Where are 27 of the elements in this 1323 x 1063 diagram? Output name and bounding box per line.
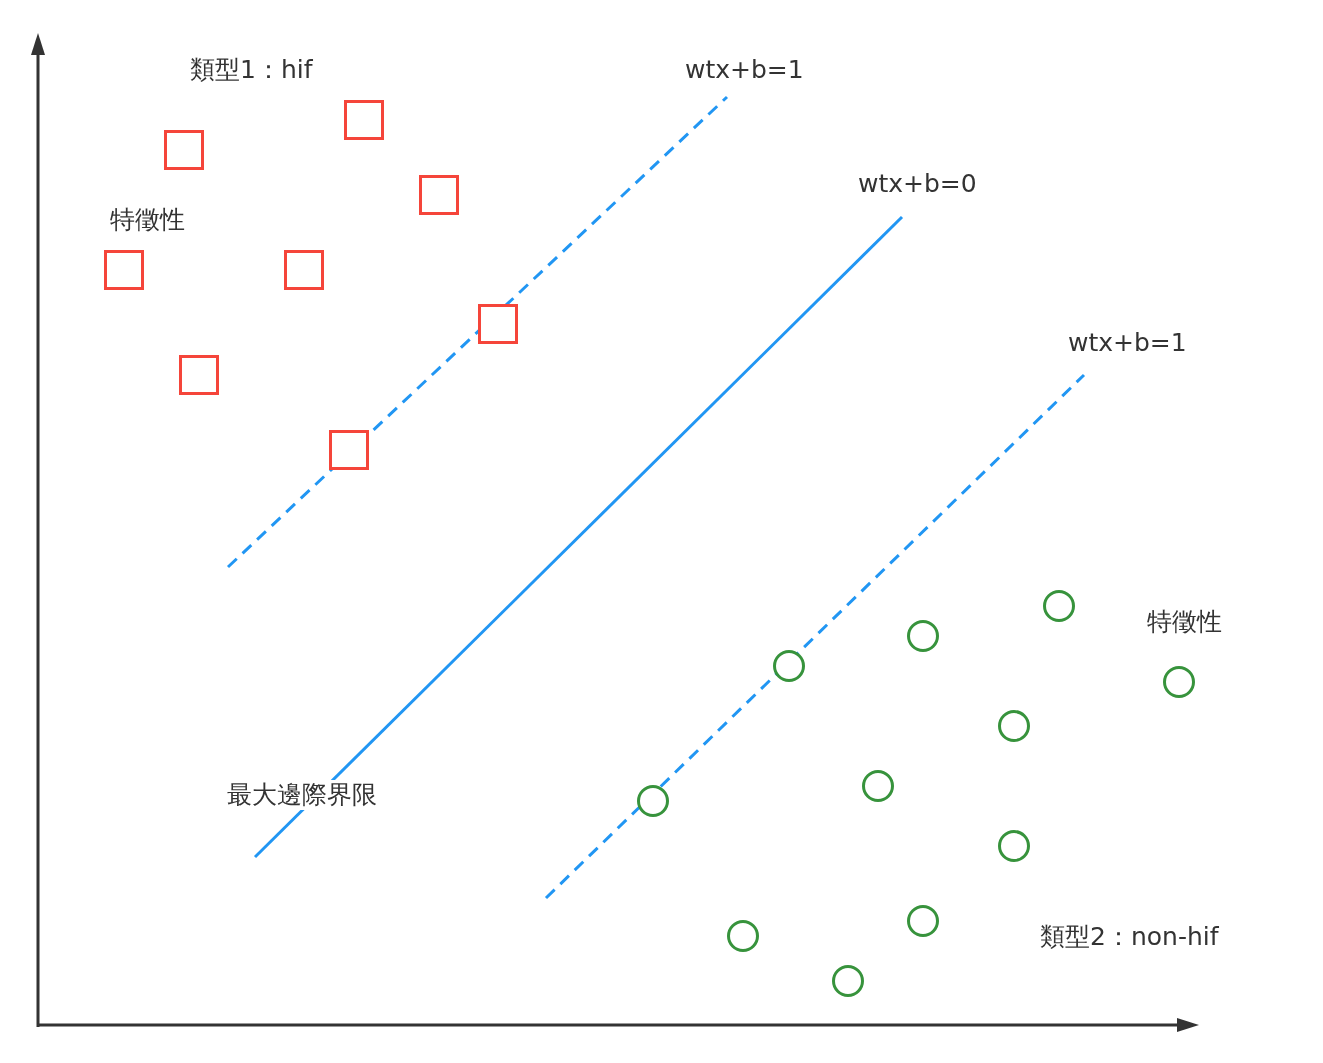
circle-marker: [773, 650, 805, 682]
square-marker: [344, 100, 384, 140]
circle-marker: [907, 620, 939, 652]
circle-marker: [998, 830, 1030, 862]
equation-label: wtx+b=1: [685, 55, 804, 85]
circle-marker: [1043, 590, 1075, 622]
feature-label: 特徵性: [110, 205, 185, 235]
class-label: 類型1：hif: [190, 55, 313, 85]
square-marker: [329, 430, 369, 470]
circle-marker: [998, 710, 1030, 742]
square-marker: [179, 355, 219, 395]
square-marker: [478, 304, 518, 344]
equation-label: wtx+b=0: [858, 169, 977, 199]
square-marker: [164, 130, 204, 170]
square-marker: [419, 175, 459, 215]
circle-marker: [832, 965, 864, 997]
class-label: 類型2：non-hif: [1040, 922, 1219, 952]
circle-marker: [862, 770, 894, 802]
feature-label: 特徵性: [1147, 607, 1222, 637]
square-marker: [104, 250, 144, 290]
circle-marker: [727, 920, 759, 952]
square-marker: [284, 250, 324, 290]
boundary-label: 最大邊際界限: [225, 780, 379, 810]
circle-marker: [1163, 666, 1195, 698]
equation-label: wtx+b=1: [1068, 328, 1187, 358]
circle-marker: [637, 785, 669, 817]
circle-marker: [907, 905, 939, 937]
